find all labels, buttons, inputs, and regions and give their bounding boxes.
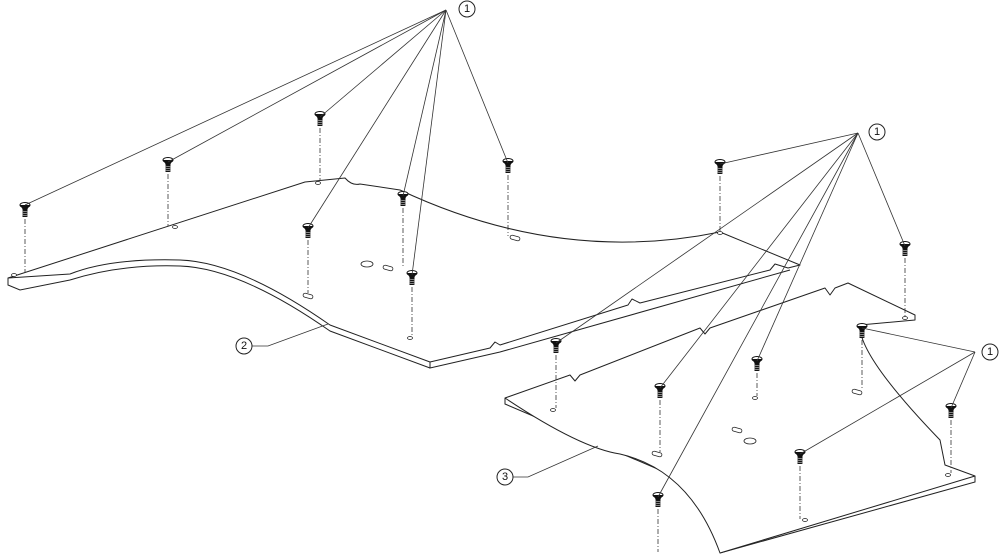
screw-icon <box>751 356 763 396</box>
callout-label: 1 <box>464 3 470 15</box>
callout-label: 1 <box>987 346 993 358</box>
callout-label: 2 <box>241 340 247 352</box>
screw-icon <box>856 323 868 388</box>
screw-icon <box>714 159 726 231</box>
screw-icon <box>899 241 911 316</box>
panel-left <box>7 177 801 369</box>
screw-icon <box>162 157 174 226</box>
callout-label: 3 <box>502 471 508 483</box>
callout-balloon-1-top: 1 <box>458 0 476 18</box>
callout-balloon-1-middle: 1 <box>868 123 886 141</box>
callout-balloon-2: 2 <box>235 337 253 355</box>
screw-icon <box>19 202 31 272</box>
screw-icon <box>314 111 326 181</box>
screw-icon <box>502 158 514 236</box>
screw-icon <box>945 403 957 473</box>
panel-right-outline <box>504 282 976 554</box>
screw-icon <box>652 492 664 552</box>
callout-label: 1 <box>874 126 880 138</box>
callout-balloon-1-lower: 1 <box>981 343 999 361</box>
screw-icon <box>654 383 666 452</box>
leader-lines <box>24 9 976 498</box>
panel-left-outline <box>7 177 801 363</box>
callout-balloon-3: 3 <box>496 468 514 486</box>
panel-right <box>504 282 976 554</box>
